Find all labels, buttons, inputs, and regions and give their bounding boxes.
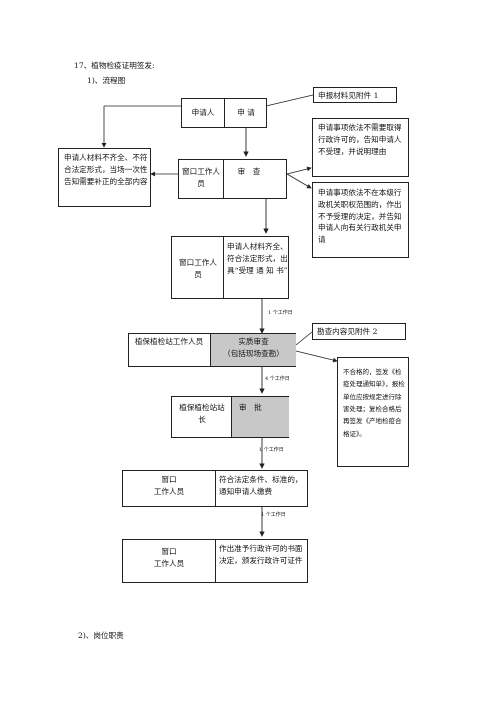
step-license-issue-box: 窗口 工作人员 作出准予行政许可的书面决定，颁发行政许可证件: [122, 539, 308, 583]
payment-notice-label: 符合法定条件、标准的，通知申请人缴费: [219, 475, 303, 496]
step-payment-box: 窗口 工作人员 符合法定条件、标准的，通知申请人缴费: [122, 470, 308, 507]
step-approve-box: 植保植检站站长 审 批: [171, 396, 289, 438]
duration-label-1day-c: 1 个工作日: [261, 512, 286, 518]
station-chief-label: 植保植检站站长: [179, 403, 225, 424]
cell-divider: [223, 237, 224, 298]
applicant-label: 申请人: [191, 108, 215, 117]
cell-divider: [223, 160, 224, 198]
out-of-jurisdiction-note: 申请事项依法不在本级行政机关职权范围的，作出不予受理的决定，并告知申请人向有关行…: [312, 182, 409, 258]
attachment2-note: 勘查内容见附件 2: [312, 323, 406, 340]
substantive-review-cell: [210, 334, 296, 366]
duties-heading: 2)、岗位职责: [78, 631, 124, 640]
step-accept-box: 窗口工作人员 申请人材料齐全、符合法定形式，出具“受理 通 知 书”: [171, 236, 289, 299]
step-review-box: 窗口工作人员 审 查: [178, 159, 287, 199]
attachment2-text: 勘查内容见附件 2: [317, 327, 378, 336]
window-staff-label: 窗口工作人员: [182, 167, 220, 188]
approve-cell: [231, 397, 289, 437]
arrow-step2-right1: [286, 166, 312, 175]
inspection-failed-text: 不合格的，签发《检疫处理通知单》，报检单位应按规定进行除害处理；复检合格后再签发…: [343, 368, 405, 438]
duration-label-4day: 4 个工作日: [265, 376, 290, 382]
no-license-needed-text: 申请事项依法不需要取得行政许可的，告知申请人不受理，并说明理由: [318, 123, 402, 156]
accept-notice-label: 申请人材料齐全、符合法定形式，出具“受理 通 知 书”: [227, 242, 288, 275]
incomplete-materials-text: 申请人材料不齐全、不符合法定形式，当场一次性告知需要补正的全部内容: [64, 153, 148, 186]
review-label: 审 查: [237, 167, 261, 176]
section-subheading: 1)、流程图: [87, 76, 126, 85]
arrow-step4-reject: [295, 350, 338, 363]
license-issue-label: 作出准予行政许可的书面决定，颁发行政许可证件: [219, 544, 303, 565]
step-substantive-review-box: 植保植检站工作人员 实质审查 （包括现场查勘）: [128, 333, 296, 367]
approve-label: 审 批: [239, 403, 262, 412]
out-of-jurisdiction-text: 申请事项依法不在本级行政机关职权范围的，作出不予受理的决定，并告知申请人向有关行…: [318, 188, 402, 245]
attachment1-note: 申报材料见附件 1: [313, 87, 397, 103]
inspection-failed-note: 不合格的，签发《检疫处理通知单》，报检单位应按规定进行除害处理；复检合格后再签发…: [337, 357, 409, 467]
window-staff-label: 窗口 工作人员: [153, 475, 185, 496]
cell-divider: [215, 471, 216, 506]
arrow-step2-right2: [286, 173, 312, 189]
apply-label: 申 请: [237, 108, 255, 117]
duration-label-1day-b: 1 个工作日: [259, 447, 284, 453]
substantive-review-label: 实质审查 （包括现场查勘）: [223, 337, 284, 358]
duration-label-1day: 1 个工作日: [268, 310, 293, 316]
connector-attach1: [265, 94, 314, 107]
cell-divider: [224, 99, 225, 127]
connector-attach2: [295, 331, 313, 346]
window-staff-label: 窗口工作人员: [179, 258, 217, 279]
step-apply-box: 申请人 申 请: [181, 98, 267, 128]
incomplete-materials-note: 申请人材料不齐全、不符合法定形式，当场一次性告知需要补正的全部内容: [58, 148, 151, 207]
window-staff-label: 窗口 工作人员: [153, 547, 185, 568]
attachment1-text: 申报材料见附件 1: [318, 91, 379, 100]
station-staff-label: 植保植检站工作人员: [134, 337, 204, 346]
cell-divider: [215, 540, 216, 582]
no-license-needed-note: 申请事项依法不需要取得行政许可的，告知申请人不受理，并说明理由: [312, 118, 409, 177]
section-heading: 17、植物检疫证明签发:: [74, 61, 155, 70]
